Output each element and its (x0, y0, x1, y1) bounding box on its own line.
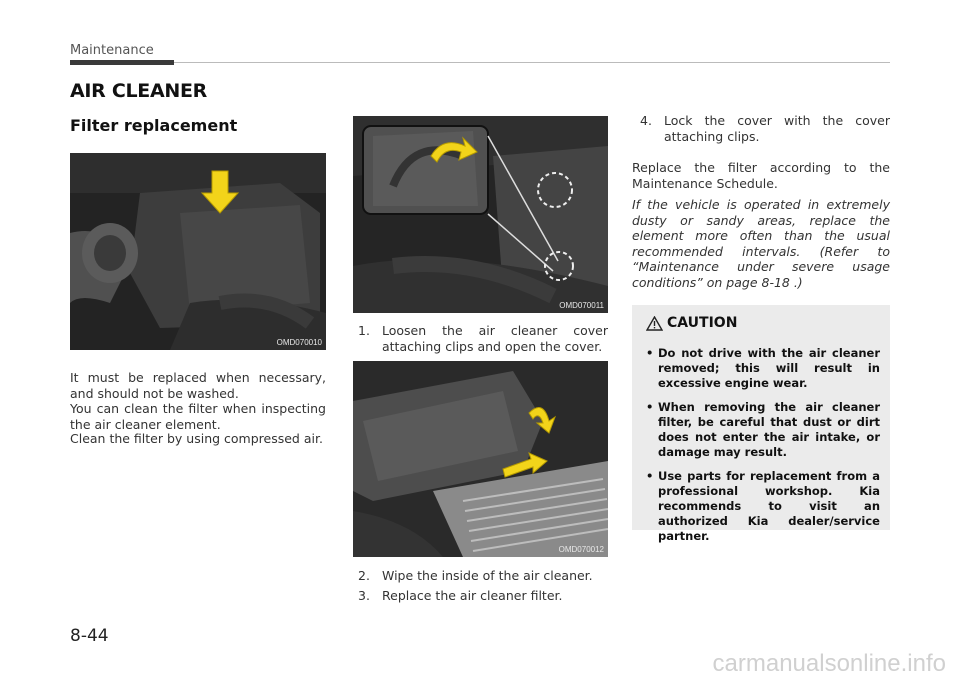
caution-item: •When removing the air cleaner filter, b… (646, 400, 880, 459)
section-rule-thin (174, 62, 890, 63)
step-number: 1. (358, 323, 370, 338)
caution-item: •Use parts for replacement from a profes… (646, 469, 880, 543)
caution-item-text: When removing the air cleaner filter, be… (658, 400, 880, 459)
step-1: 1. Loosen the air cleaner cover attachin… (358, 323, 608, 355)
rotate-arrow-icon (430, 136, 478, 163)
engine-photo-1: OMD070010 (70, 153, 326, 350)
caution-label: CAUTION (667, 315, 738, 331)
step-text: Loosen the air cleaner cover attaching c… (382, 323, 608, 354)
step-2: 2. Wipe the inside of the air cleaner. (358, 568, 608, 584)
step-text: Replace the air cleaner filter. (382, 588, 563, 603)
section-label: Maintenance (70, 43, 154, 58)
caution-heading: CAUTION (646, 315, 737, 331)
left-paragraph-3: Clean the filter by using compressed air… (70, 431, 323, 446)
caution-item-text: Do not drive with the air cleaner remove… (658, 346, 880, 390)
down-arrow-icon (200, 170, 240, 214)
page-title: AIR CLEANER (70, 80, 207, 102)
left-paragraph-2: You can clean the filter when inspecting… (70, 401, 326, 432)
subtitle: Filter replacement (70, 116, 238, 135)
section-rule (70, 60, 174, 65)
engine-photo-3: OMD070012 (353, 361, 608, 557)
severe-usage-note: If the vehicle is operated in extremely … (632, 197, 890, 290)
caution-list: •Do not drive with the air cleaner remov… (646, 346, 880, 553)
step-text: Lock the cover with the cover attaching … (664, 113, 890, 144)
caution-item: •Do not drive with the air cleaner remov… (646, 346, 880, 390)
photo-code: OMD070011 (559, 301, 604, 310)
pull-arrow-icon (502, 452, 548, 478)
step-number: 4. (640, 113, 652, 128)
warning-triangle-icon (646, 315, 663, 331)
step-number: 3. (358, 588, 370, 603)
engine-photo-2: OMD070011 (353, 116, 608, 313)
step-text: Wipe the inside of the air cleaner. (382, 568, 593, 583)
caution-item-text: Use parts for replacement from a profess… (658, 469, 880, 543)
caution-box: CAUTION •Do not drive with the air clean… (632, 305, 890, 543)
step-number: 2. (358, 568, 370, 583)
page-number: 8-44 (70, 626, 109, 646)
photo-code: OMD070010 (276, 338, 322, 347)
step-3: 3. Replace the air cleaner filter. (358, 588, 608, 604)
photo-code: OMD070012 (558, 545, 604, 554)
step-4: 4. Lock the cover with the cover attachi… (640, 113, 890, 145)
schedule-paragraph: Replace the filter according to the Main… (632, 160, 890, 191)
left-paragraph-1: It must be replaced when necessary, and … (70, 370, 326, 401)
watermark: carmanualsonline.info (712, 650, 946, 677)
rotate-arrow-icon (528, 407, 557, 434)
